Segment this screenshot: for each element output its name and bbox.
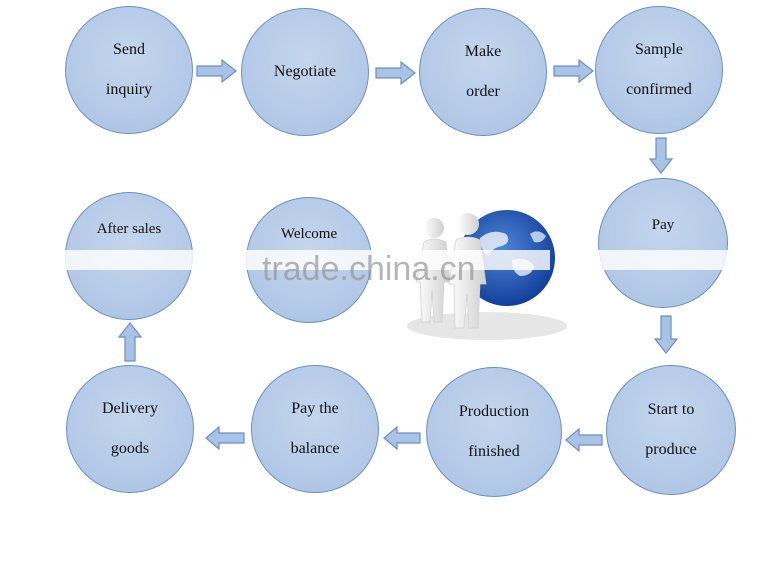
arrow-right-icon bbox=[375, 60, 416, 86]
arrow-right-icon bbox=[196, 58, 237, 84]
step-negotiate: Negotiate bbox=[241, 8, 369, 136]
business-people-globe-image bbox=[392, 198, 577, 350]
arrow-up-icon bbox=[118, 322, 142, 362]
step-label: Start to produce bbox=[645, 401, 697, 458]
step-label: After sales bbox=[96, 221, 162, 237]
watermark-text: trade.china.cn bbox=[262, 250, 476, 288]
watermark-band bbox=[240, 250, 550, 270]
arrow-right-icon bbox=[553, 58, 594, 84]
step-pay: Pay bbox=[598, 178, 728, 308]
step-start-to-produce: Start to produce bbox=[606, 365, 736, 495]
step-sample-confirmed: Sample confirmed bbox=[595, 6, 723, 134]
arrow-left-icon bbox=[565, 428, 603, 452]
arrow-left-icon bbox=[205, 426, 245, 450]
step-make-order: Make order bbox=[419, 8, 547, 136]
arrow-down-icon bbox=[653, 315, 679, 354]
step-label: Sample confirmed bbox=[626, 41, 692, 98]
step-label: Pay the balance bbox=[290, 400, 340, 457]
step-label: Production finished bbox=[458, 403, 530, 460]
arrow-left-icon bbox=[383, 426, 421, 450]
step-delivery-goods: Delivery goods bbox=[66, 365, 194, 493]
step-production-finished: Production finished bbox=[426, 367, 562, 497]
step-label: Pay bbox=[651, 217, 675, 233]
step-label: Welcome bbox=[280, 226, 338, 242]
step-label: Send inquiry bbox=[105, 41, 153, 98]
arrow-down-icon bbox=[648, 137, 674, 174]
step-label: Negotiate bbox=[273, 63, 337, 80]
step-send-inquiry: Send inquiry bbox=[65, 6, 193, 134]
step-label: Delivery goods bbox=[102, 400, 158, 457]
step-pay-the-balance: Pay the balance bbox=[251, 365, 379, 493]
watermark-band bbox=[595, 250, 735, 270]
step-label: Make order bbox=[464, 43, 502, 100]
watermark-band bbox=[60, 250, 200, 270]
